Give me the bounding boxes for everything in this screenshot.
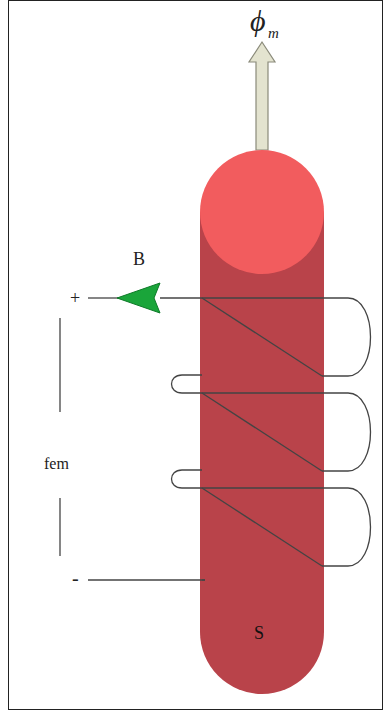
coil-turn	[160, 297, 202, 298]
frame	[9, 1, 383, 710]
coil-turn	[202, 488, 371, 566]
lead-minus	[88, 579, 205, 580]
lead-plus	[88, 297, 120, 298]
coil-turn	[202, 393, 322, 471]
label: ϕ	[250, 6, 266, 36]
field-arrowhead	[117, 283, 160, 313]
fem-bracket	[59, 318, 60, 412]
coil-turn	[172, 375, 203, 393]
coil-turn	[172, 470, 203, 488]
coil-turn	[202, 393, 371, 471]
label: -	[72, 568, 79, 588]
coil-turn	[202, 488, 322, 566]
coil-turn	[202, 298, 322, 376]
flux-arrow	[249, 42, 275, 150]
coil-winding	[160, 298, 371, 580]
magnet-body	[200, 212, 324, 694]
magnet-top	[200, 150, 324, 274]
label: fem	[44, 456, 69, 472]
label: S	[254, 624, 264, 642]
label: +	[70, 289, 80, 307]
fem-bracket	[59, 498, 60, 556]
label: m	[268, 26, 279, 41]
coil-turn	[202, 298, 371, 376]
label: B	[133, 250, 145, 268]
